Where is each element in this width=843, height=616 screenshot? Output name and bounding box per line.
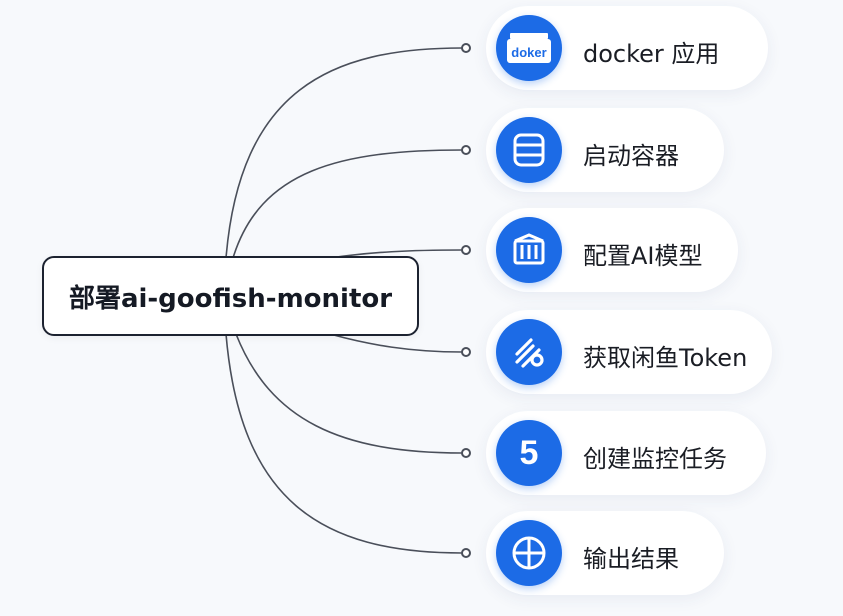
- number-five-text: 5: [519, 433, 539, 472]
- branch-label-start-container: 启动容器: [583, 142, 679, 170]
- connector-dot: [461, 448, 471, 458]
- number-five-icon: 5: [496, 420, 562, 486]
- branch-label-get-token: 获取闲鱼Token: [583, 344, 748, 372]
- connector-dot: [461, 145, 471, 155]
- connector-dot: [461, 347, 471, 357]
- branch-label-docker: docker 应用: [583, 40, 720, 68]
- branch-label-create-task: 创建监控任务: [583, 445, 727, 473]
- connector-line: [225, 47, 463, 259]
- connector-line: [232, 149, 463, 259]
- connector-line: [225, 333, 463, 554]
- connector-dot: [461, 245, 471, 255]
- token-key-icon: [496, 319, 562, 385]
- root-node[interactable]: 部署ai-goofish-monitor: [42, 256, 419, 336]
- branch-label-config-ai: 配置AI模型: [583, 242, 703, 270]
- target-crosshair-icon: [496, 520, 562, 586]
- connector-line: [235, 333, 463, 454]
- connector-dot: [461, 548, 471, 558]
- docker-logo-icon: doker: [496, 15, 562, 81]
- server-rack-icon: [496, 217, 562, 283]
- branch-label-output: 输出结果: [583, 545, 679, 573]
- root-label: 部署ai-goofish-monitor: [68, 283, 393, 314]
- connector-dot: [461, 43, 471, 53]
- connector-line: [329, 333, 463, 353]
- docker-logo-text: doker: [511, 45, 546, 60]
- database-icon: [496, 117, 562, 183]
